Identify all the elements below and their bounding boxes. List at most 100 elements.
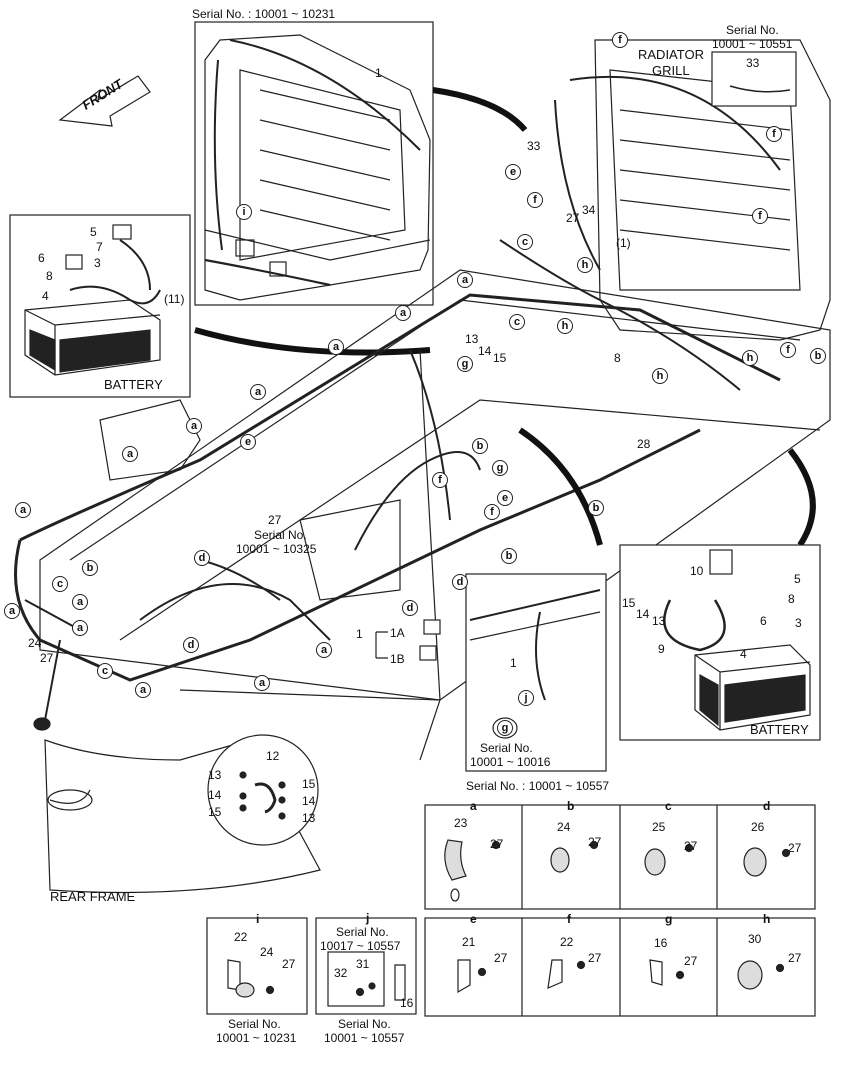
part-14: 14 (478, 344, 492, 358)
callout-d-3: d (402, 600, 418, 616)
part-1-main: 1 (356, 627, 363, 641)
part-8-main: 8 (614, 351, 621, 365)
callout-e-top: e (505, 164, 521, 180)
part-1-inset: 1 (510, 656, 517, 670)
callout-a-3: a (328, 339, 344, 355)
rb-part-13: 13 (652, 614, 666, 628)
rb-part-6: 6 (760, 614, 767, 628)
detail-c-part: 25 (652, 820, 666, 834)
callout-a-5: a (186, 418, 202, 434)
serial-g-title: Serial No. (480, 741, 533, 755)
rb-part-3: 3 (795, 616, 802, 630)
serial-g-range: 10001 ~ 10016 (470, 755, 551, 769)
callout-f-r2: f (752, 208, 768, 224)
rear-frame-label: REAR FRAME (50, 889, 136, 904)
callout-a-2: a (395, 305, 411, 321)
callout-a-13: a (135, 682, 151, 698)
serial-27-title: Serial No. (254, 528, 307, 542)
battery-right-label: BATTERY (750, 722, 809, 737)
d-part-15b: 15 (302, 777, 316, 791)
d-part-13a: 13 (208, 768, 222, 782)
callout-f-mid: f (527, 192, 543, 208)
callout-c-2: c (509, 314, 525, 330)
detail-h-letter: h (763, 912, 771, 926)
detail-d-bolt: 27 (788, 841, 802, 855)
box-j-part-31: 31 (356, 957, 370, 971)
callout-a-12: a (254, 675, 270, 691)
detail-h-bolt: 27 (788, 951, 802, 965)
callout-b-5: b (82, 560, 98, 576)
callout-a-1: a (457, 272, 473, 288)
rb-part-10: 10 (690, 564, 704, 578)
lb-part-4: 4 (42, 289, 49, 303)
detail-b-letter: b (567, 799, 575, 813)
callout-a-11: a (316, 642, 332, 658)
detail-f-bolt: 27 (588, 951, 602, 965)
callout-c-top: c (517, 234, 533, 250)
part-15: 15 (493, 351, 507, 365)
part-27-top: 27 (566, 211, 580, 225)
part-33-left: 33 (527, 139, 541, 153)
callout-e-2: e (240, 434, 256, 450)
detail-d-letter: d (763, 799, 771, 813)
part-27-mid: 27 (268, 513, 282, 527)
callout-b-3: b (588, 500, 604, 516)
callout-h-4: h (742, 350, 758, 366)
callout-c-4: c (97, 663, 113, 679)
detail-f-letter: f (567, 912, 571, 926)
d-part-12: 12 (266, 749, 280, 763)
serial-i-title: Serial No. (228, 1017, 281, 1031)
callout-d-4: d (183, 637, 199, 653)
detail-a-part: 23 (454, 816, 468, 830)
callout-a-8: a (72, 594, 88, 610)
detail-c-bolt: 27 (684, 839, 698, 853)
detail-g-letter: g (665, 912, 673, 926)
detail-g-bolt: 27 (684, 954, 698, 968)
rb-part-14: 14 (636, 607, 650, 621)
callout-g-2: g (492, 460, 508, 476)
detail-b-bolt: 27 (588, 835, 602, 849)
lb-part-7: 7 (96, 240, 103, 254)
callout-f-4: f (780, 342, 796, 358)
serial-radiator-title: Serial No. (726, 23, 779, 37)
part-34: 34 (582, 203, 596, 217)
battery-left-label: BATTERY (104, 377, 163, 392)
callout-f-5: f (432, 472, 448, 488)
lb-part-8: 8 (46, 269, 53, 283)
part-1b: 1B (390, 652, 405, 666)
d-part-14b: 14 (302, 794, 316, 808)
callout-h-3: h (652, 368, 668, 384)
detail-a-letter: a (470, 799, 477, 813)
lb-part-11: (11) (164, 292, 185, 306)
serial-j-title: Serial No. (338, 1017, 391, 1031)
detail-e-bolt: 27 (494, 951, 508, 965)
radiator-label: RADIATOR (638, 47, 704, 62)
detail-h-part: 30 (748, 932, 762, 946)
box-i-letter: i (256, 912, 260, 926)
callout-g-inset: g (497, 720, 513, 736)
part-27-left: 27 (40, 651, 54, 665)
detail-b-part: 24 (557, 820, 571, 834)
d-part-13b: 13 (302, 811, 316, 825)
grill-label: GRILL (652, 63, 690, 78)
callout-h-2: h (557, 318, 573, 334)
box-i-part-22: 22 (234, 930, 248, 944)
callout-e-3: e (497, 490, 513, 506)
callout-b-2: b (472, 438, 488, 454)
callout-d-2: d (452, 574, 468, 590)
serial-27-range: 10001 ~ 10325 (236, 542, 317, 556)
rb-part-9: 9 (658, 642, 665, 656)
rb-part-4: 4 (740, 647, 747, 661)
box-j-part-16: 16 (400, 996, 414, 1010)
callout-f-r1: f (766, 126, 782, 142)
callout-a-7: a (15, 502, 31, 518)
serial-j-range: 10001 ~ 10557 (324, 1031, 405, 1045)
d-part-14a: 14 (208, 788, 222, 802)
box-i-part-27: 27 (282, 957, 296, 971)
detail-d-part: 26 (751, 820, 765, 834)
callout-a-6: a (122, 446, 138, 462)
rb-part-5: 5 (794, 572, 801, 586)
part-33-top: 33 (746, 56, 760, 70)
d-part-15a: 15 (208, 805, 222, 819)
